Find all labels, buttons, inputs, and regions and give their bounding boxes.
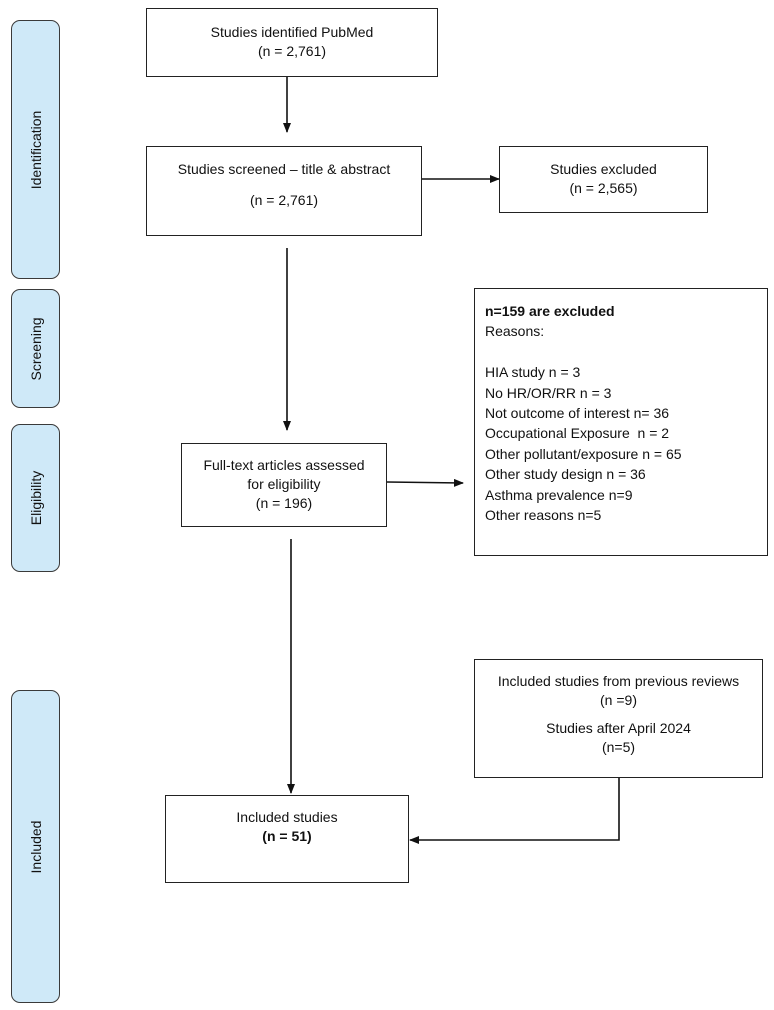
previous-count2: (n=5) [601,739,636,755]
phase-included: Included [11,690,60,1003]
excluded-fulltext-box: n=159 are excluded Reasons: HIA study n … [474,288,768,556]
arrow-fulltext-to-reasons [386,478,464,487]
excluded-fulltext-heading: n=159 are excluded [485,303,615,319]
phase-identification: Identification [11,20,60,279]
reason-item: Occupational Exposure n = 2 [485,425,670,442]
excluded-screening-box: Studies excluded (n = 2,565) [499,146,708,213]
included-box: Included studies (n = 51) [165,795,409,883]
reason-item: Not outcome of interest n= 36 [485,405,670,422]
phase-screening: Screening [11,289,60,408]
fulltext-line1: Full-text articles assessed [203,457,365,473]
reason-item: Other study design n = 36 [485,466,646,483]
arrow-previous-to-included [409,778,620,844]
reason-item: Asthma prevalence n=9 [485,486,633,503]
identified-count: (n = 2,761) [257,43,327,59]
excluded-fulltext-reasons-label: Reasons: [485,323,545,340]
previous-count1: (n =9) [600,692,637,708]
reason-item: Other reasons n=5 [485,507,602,524]
excluded-screening-count: (n = 2,565) [569,180,638,196]
excluded-screening-title: Studies excluded [550,161,657,177]
phase-eligibility: Eligibility [11,424,60,572]
included-count: (n = 51) [262,828,312,844]
identified-title: Studies identified PubMed [210,24,374,40]
reason-item: HIA study n = 3 [485,364,581,381]
previous-line2: Studies after April 2024 [546,720,691,736]
identified-box: Studies identified PubMed (n = 2,761) [146,8,438,77]
screened-count: (n = 2,761) [249,192,319,208]
previous-reviews-box: Included studies from previous reviews (… [474,659,763,778]
included-title: Included studies [236,809,338,825]
screened-box: Studies screened – title & abstract (n =… [146,146,422,236]
reason-item: No HR/OR/RR n = 3 [485,384,612,401]
screened-title: Studies screened – title & abstract [177,161,391,177]
fulltext-count: (n = 196) [255,495,313,511]
reason-item: Other pollutant/exposure n = 65 [485,445,682,462]
fulltext-line2: for eligibility [247,476,321,492]
fulltext-box: Full-text articles assessed for eligibil… [181,443,387,527]
previous-line1: Included studies from previous reviews [497,673,740,689]
